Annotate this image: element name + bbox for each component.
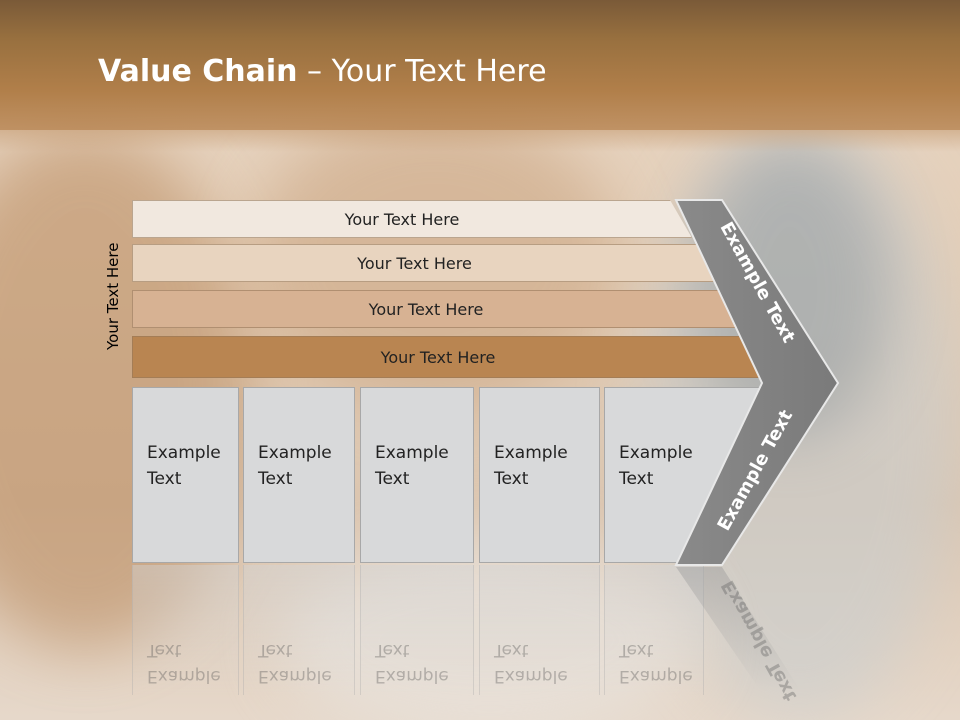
box-4[interactable]: Example Text <box>479 387 600 563</box>
box-2-reflection-text: Example Text <box>258 640 332 686</box>
box-5-label: Example Text <box>619 443 693 489</box>
box-4-label: Example Text <box>494 443 568 489</box>
background-blur-bottom <box>280 540 700 720</box>
box-3[interactable]: Example Text <box>360 387 474 563</box>
box-3-reflection-text: Example Text <box>375 640 449 686</box>
box-3-label: Example Text <box>375 443 449 489</box>
box-1[interactable]: Example Text <box>132 387 239 563</box>
bar-3-label: Your Text Here <box>368 299 484 319</box>
bar-2-label: Your Text Here <box>357 253 472 273</box>
title-bar: Value Chain – Your Text Here <box>0 0 960 152</box>
bar-3[interactable]: Your Text Here <box>132 290 740 328</box>
box-4-reflection: Example Text <box>479 565 600 695</box>
box-1-reflection: Example Text <box>132 565 239 695</box>
slide-title[interactable]: Value Chain – Your Text Here <box>98 54 547 89</box>
bar-1-label: Your Text Here <box>344 209 460 229</box>
box-2[interactable]: Example Text <box>243 387 355 563</box>
box-1-reflection-text: Example Text <box>147 640 221 686</box>
slide-title-bold: Value Chain <box>98 54 298 89</box>
slide-title-rest: – Your Text Here <box>297 54 547 89</box>
box-2-reflection: Example Text <box>243 565 355 695</box>
side-label[interactable]: Your Text Here <box>104 242 122 350</box>
box-5-reflection: Example Text <box>604 565 704 695</box>
bar-4-label: Your Text Here <box>380 347 496 367</box>
box-2-label: Example Text <box>258 443 332 489</box>
box-1-label: Example Text <box>147 443 221 489</box>
box-3-reflection: Example Text <box>360 565 474 695</box>
bar-2[interactable]: Your Text Here <box>132 244 717 282</box>
bar-4[interactable]: Your Text Here <box>132 336 764 378</box>
box-4-reflection-text: Example Text <box>494 640 568 686</box>
box-5-reflection-text: Example Text <box>619 640 693 686</box>
bar-1[interactable]: Your Text Here <box>132 200 692 238</box>
